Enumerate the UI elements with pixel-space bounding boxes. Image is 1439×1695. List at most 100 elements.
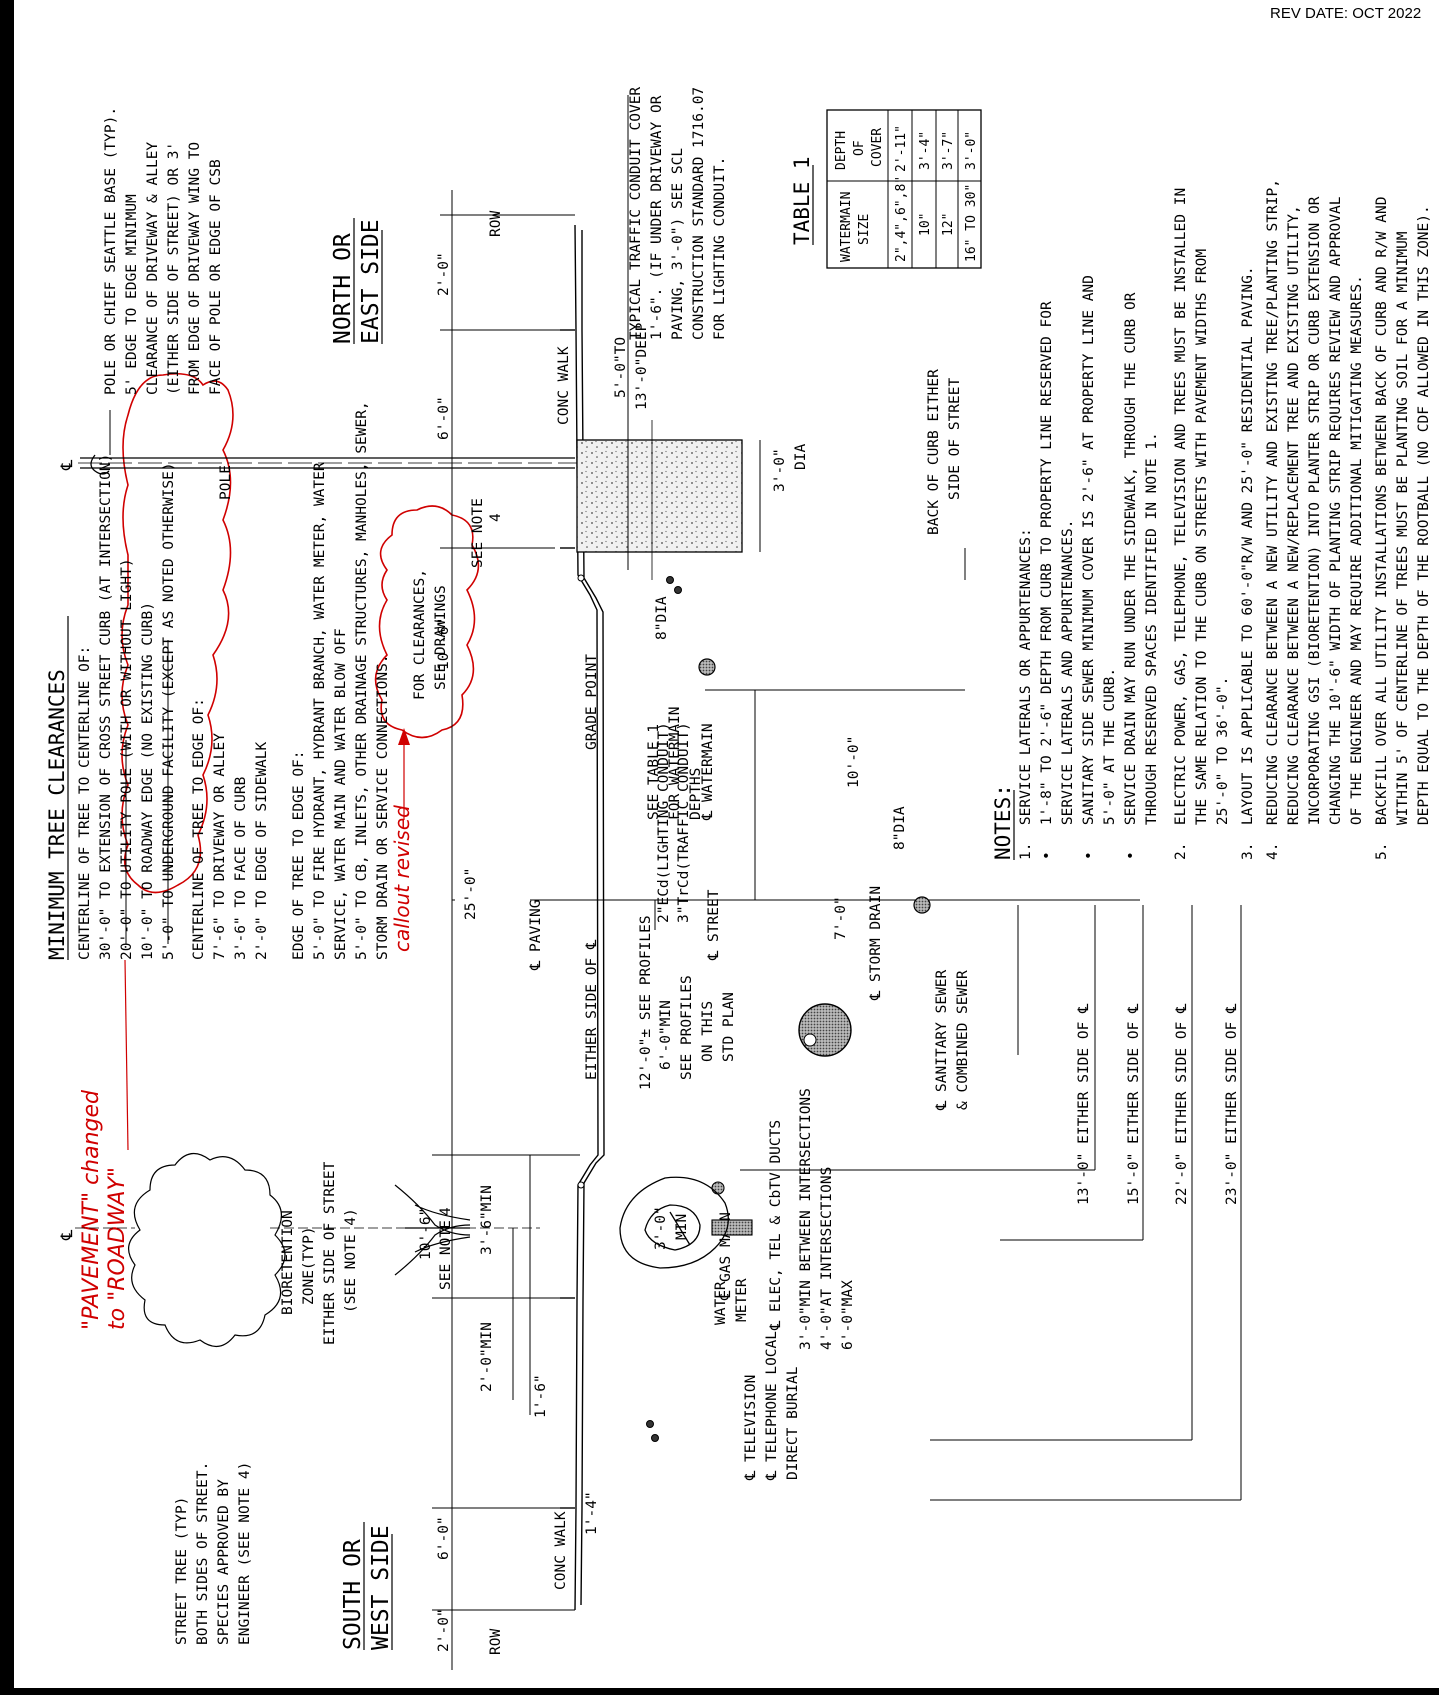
pavement-section [560,224,605,1611]
either-15: 15'-0" EITHER SIDE OF ℄ [1126,1003,1142,1205]
grade-point-label: GRADE POINT [584,654,600,750]
table-r1-size: 2",4",6",8" [894,176,909,262]
elec-duct-bank [711,1219,753,1236]
table-h2-a: DEPTH [834,131,849,170]
dim-north-6ft: 6'-0" [436,396,452,440]
edge-line-1: 7'-6" TO DRIVEWAY OR ALLEY [212,733,228,960]
clearance-line-3: 10'-0" TO ROADWAY EDGE (NO EXISTING CURB… [140,602,156,960]
bioretention-line-3: EITHER SIDE OF STREET [322,1161,338,1345]
direct-burial-label: DIRECT BURIAL [785,1366,801,1480]
see-note-4-north: SEE NOTE [470,498,486,568]
for-clearances-label: FOR CLEARANCES, SEE DRAWINGS [412,569,449,700]
callout-revised: callout revised [390,805,414,952]
either-side-cl: EITHER SIDE OF ℄ [584,939,600,1080]
watermain-pipe [698,658,716,676]
note-5-line-2: WITHIN 5' OF CENTERLINE OF TREES MUST BE… [1395,231,1411,860]
note-5-line-3: DEPTH EQUAL TO THE DEPTH OF THE ROOTBALL… [1416,205,1432,860]
storm-drain-pipe [798,1003,852,1057]
dim-north-2ft: 2'-0" [436,252,452,296]
table-r4-cover: 3'-0" [964,131,979,170]
note-1-bullet-3: • SERVICE DRAIN MAY RUN UNDER THE SIDEWA… [1123,292,1139,860]
either-13: 13'-0" EITHER SIDE OF ℄ [1076,1003,1092,1205]
min3-1: 3'-0" [653,1206,669,1250]
clearance-line-4: 5'-0" TO UNDERGROUND FACILITY (EXCEPT AS… [161,462,177,960]
table-r2-size: 10" [918,213,933,236]
cl-paving: ℄ PAVING [528,900,544,971]
dim-south-2ft: 2'-0" [436,1608,452,1652]
row-south: ROW [488,1629,504,1655]
tree-line-1: 5'-0" TO FIRE HYDRANT, HYDRANT BRANCH, W… [312,462,328,960]
pole-note-3: CLEARANCE OF DRIVEWAY & ALLEY [145,142,161,395]
note-2-line-2: THE SAME RELATION TO THE CURB ON STREETS… [1194,249,1210,860]
back-of-curb-1: BACK OF CURB EITHER [926,369,942,535]
note-4-line-1: 4. REDUCING CLEARANCE BETWEEN A NEW UTIL… [1265,179,1281,860]
revision-cloud-drawings [374,505,480,739]
note-1-head: 1. SERVICE LATERALS OR APPURTENANCES: [1018,528,1034,860]
table-h2-b: OF [852,140,867,156]
grade-point-south [577,1181,585,1189]
conduit-note-1: TYPICAL TRAFFIC CONDUIT COVER [628,87,644,340]
note-1-bullet-1b: SERVICE LATERALS AND APPURTENANCES. [1060,520,1076,860]
storm-profiles-3: ON THIS [700,1001,716,1062]
see-note-4-north-num: 4 [488,513,504,522]
sanitary-dia: 8"DIA [892,806,908,850]
note-1-bullet-3b: THROUGH RESERVED SPACES IDENTIFIED IN NO… [1144,432,1160,860]
revision-cloud-clearances [121,372,234,894]
storm-profiles-1: 6'-0"MIN [658,1000,674,1070]
sanitary-sewer-pipe [913,896,931,914]
pole-label: POLE [218,465,234,500]
water-meter-1: WATER [713,1281,729,1325]
tree-line-2: SERVICE, WATER MAIN AND WATER BLOW OFF [333,628,349,960]
north-side-line-2: EAST SIDE [358,219,384,344]
drawing-border-left [0,0,14,1695]
bioretention-label: BIORETENTION ZONE(TYP) EITHER SIDE OF ST… [280,1161,359,1345]
tree-root-symbol [394,1184,471,1276]
edge-line-3: 2'-0" TO EDGE OF SIDEWALK [254,741,270,960]
notes-list: 1. SERVICE LATERALS OR APPURTENANCES: • … [1018,179,1432,860]
note-1-bullet-2b: 5'-0" AT THE CURB. [1102,668,1118,860]
tree-head: EDGE OF TREE TO EDGE OF: [291,750,307,960]
dim-10-6-south: 10'-6" [418,1208,434,1260]
storm-drain-label: ℄ STORM DRAIN [868,886,884,1001]
notes-title: NOTES: [991,784,1015,860]
dia8-conduit: 8"DIA [654,596,670,640]
dim-1-6: 1'-6" [533,1374,549,1418]
either-22: 22'-0" EITHER SIDE OF ℄ [1174,1003,1190,1205]
table-1: TABLE 1 WATERMAIN SIZE DEPTH OF COVER 2"… [790,109,982,269]
table-h1-a: WATERMAIN [839,192,854,262]
note-4-line-3: INCORPORATING GSI (BIORETENTION) INTO PL… [1307,196,1323,860]
water-meter-2: METER [734,1278,750,1322]
foundation-depth-2: 13'-0"DEEP [634,322,650,410]
conduit-note-3: PAVING, 3'-0") SEE SCL [670,148,686,340]
note-4-line-4: CHANGING THE 10'-6" WIDTH OF PLANTING ST… [1328,196,1344,860]
lighting-conduit-label: 2"ECd(LIGHTING CONDUIT) [656,722,672,923]
pole-note-6: FACE OF POLE OR EDGE OF CSB [208,159,224,395]
see-table-2: FOR WATERMAIN [667,707,683,821]
dim-1-4: 1'-4" [584,1491,600,1535]
bioretention-line-2: ZONE(TYP) [301,1226,317,1305]
grade-point-north [577,574,585,582]
north-side-title: NORTH OR EAST SIDE [330,219,384,344]
street-tree-canopy [128,1153,286,1347]
pole-note-2: 5' EDGE TO EDGE MINIMUM [124,194,140,395]
pavement-callout: "PAVEMENT" changed to "ROADWAY" [79,959,130,1330]
edge-line-2: 3'-6" TO FACE OF CURB [233,776,249,960]
dim-south-6ft: 6'-0" [436,1516,452,1560]
elec-duct-label: ℄ ELEC, TEL & CbTV DUCTS [768,1120,784,1331]
storm-profiles-2: SEE PROFILES [679,975,695,1080]
pole-note-1: POLE OR CHIEF SEATTLE BASE (TYP). [103,107,119,395]
dim-25ft: 25'-0" [463,868,479,920]
clearance-line-2: 20'-0" TO UTILITY POLE (WITH OR WITHOUT … [119,558,135,960]
conc-walk-north: CONC WALK [556,346,572,425]
pole-note-4: (EITHER SIDE OF STREET) OR 3' [166,142,182,395]
table-title: TABLE 1 [790,156,814,245]
storm-profiles-4: STD PLAN [721,992,737,1062]
note-3: 3. LAYOUT IS APPLICABLE TO 60'-0"R/W AND… [1240,266,1256,860]
traffic-conduit-label: 3"TrCd(TRAFFIC CONDUIT) [676,722,692,923]
foundation-depth-1: 5'-0"TO [613,337,629,398]
lighting-conduit [666,576,674,584]
telephone-label: ℄ TELEPHONE LOCAL [764,1331,780,1481]
television-cable [646,1420,654,1428]
street-tree-line-1: STREET TREE (TYP) [174,1497,190,1645]
tree-line-4: STORM DRAIN OR SERVICE CONNECTIONS. [375,654,391,960]
